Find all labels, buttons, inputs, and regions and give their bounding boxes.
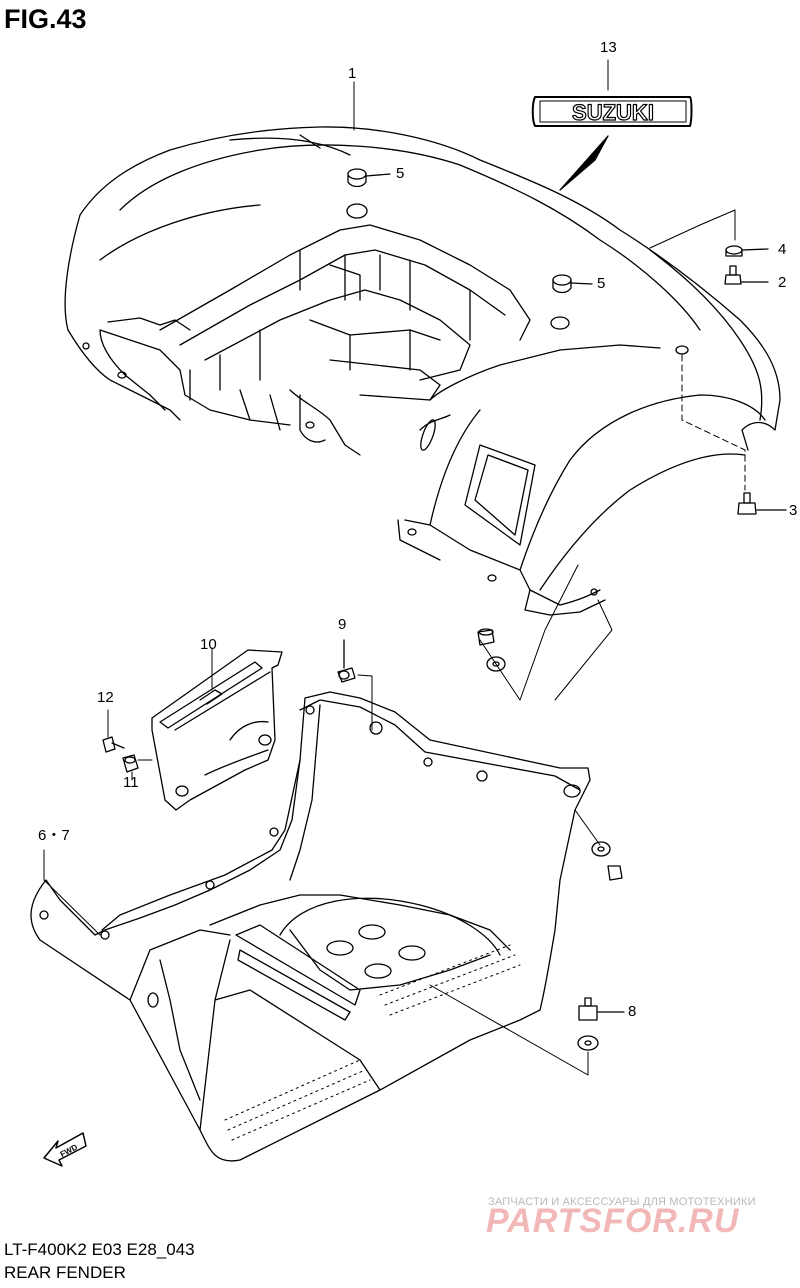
grommet-part-5-a (348, 169, 390, 187)
callout-11: 11 (123, 774, 139, 791)
model-code: LT-F400K2 E03 E28_043 (4, 1240, 195, 1259)
screw-part-12 (103, 710, 124, 752)
nut-part-11 (123, 755, 152, 780)
bolt-part-2 (725, 266, 768, 284)
footrest-part-6-7 (31, 692, 590, 1161)
callout-5-b: 5 (597, 275, 606, 292)
grommet-part-5-b (553, 275, 592, 293)
bracket-part-10 (152, 648, 282, 810)
callout-2: 2 (778, 274, 787, 291)
part-group-name: REAR FENDER (4, 1263, 126, 1282)
figure-title: FIG.43 (4, 4, 87, 34)
assembly-lines-upper (354, 60, 745, 700)
rear-fender-part-1 (65, 127, 780, 615)
bolt-part-9 (338, 640, 372, 730)
callout-3: 3 (789, 502, 798, 519)
callout-6-7: 6・7 (38, 827, 70, 844)
watermark-tagline: ЗАПЧАСТИ И АКСЕССУАРЫ ДЛЯ МОТОТЕХНИКИ (488, 1196, 756, 1208)
fwd-direction-arrow: FWD (44, 1133, 86, 1166)
callout-5-a: 5 (396, 165, 405, 182)
suzuki-emblem-part-13: SUZUKI (533, 97, 692, 190)
callout-12: 12 (97, 689, 114, 706)
washer-mid-right (575, 810, 622, 880)
callout-8: 8 (628, 1003, 637, 1020)
bolt-part-8 (430, 985, 624, 1075)
callout-4: 4 (778, 241, 787, 258)
callout-10: 10 (200, 636, 217, 653)
emblem-text: SUZUKI (572, 100, 654, 125)
callout-9: 9 (338, 616, 347, 633)
callout-13: 13 (600, 39, 617, 56)
watermark-logo: PARTSFOR.RU (486, 1202, 740, 1240)
collar-upper (478, 629, 505, 671)
bolt-part-3 (738, 493, 786, 514)
nut-part-4 (726, 246, 768, 256)
callout-1: 1 (348, 65, 357, 82)
